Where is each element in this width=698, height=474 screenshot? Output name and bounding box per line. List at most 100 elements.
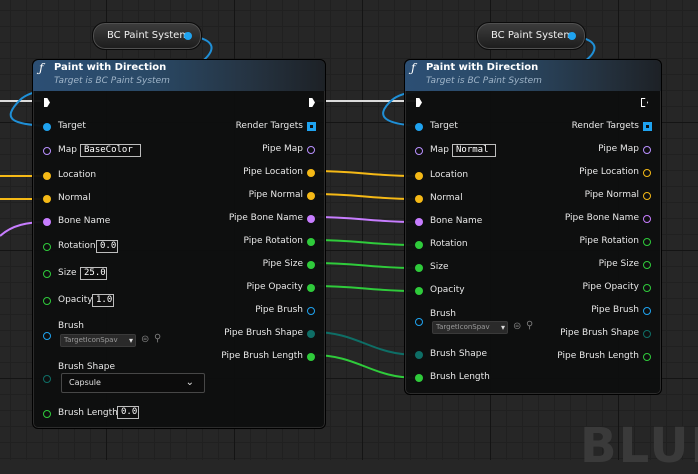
pipe-opacity-pin[interactable] — [643, 284, 651, 292]
pipe-size-wire[interactable] — [311, 262, 419, 269]
pipe-brush-length-pin[interactable] — [307, 353, 315, 361]
getter-output-pin[interactable] — [184, 32, 192, 40]
brush-shape-dropdown[interactable]: Capsule ⌄ — [61, 373, 205, 393]
opacity-pin[interactable] — [415, 287, 423, 295]
pipe-opacity-wire[interactable] — [311, 285, 419, 292]
brush-label: Brush — [58, 321, 84, 331]
pipe-opacity-pin[interactable] — [307, 284, 315, 292]
opacity-label: Opacity — [430, 285, 465, 295]
exec-in-pin[interactable] — [44, 98, 50, 107]
opacity-pin[interactable] — [43, 297, 51, 305]
render-targets-array-pin[interactable] — [307, 122, 316, 131]
exec-out-pin[interactable] — [309, 98, 315, 107]
pipe-brush-length-pin[interactable] — [643, 353, 651, 361]
normal-label: Normal — [58, 193, 91, 203]
brush-length-label: Brush Length — [58, 408, 118, 418]
pipe-bone-name-pin[interactable] — [643, 215, 651, 223]
brush-shape-pin[interactable] — [43, 375, 51, 383]
pipe-bone-name-wire[interactable] — [311, 216, 419, 223]
map-pin[interactable] — [415, 147, 423, 155]
brush-asset-picker[interactable]: TargetIconSpav ▾ — [432, 321, 508, 334]
brush-length-pin[interactable] — [43, 410, 51, 418]
pipe-location-pin[interactable] — [643, 169, 651, 177]
map-value-field[interactable]: BaseColor — [80, 144, 141, 157]
use-selected-arrow-icon[interactable]: ⊜ — [141, 334, 150, 345]
brush-label: Brush — [430, 309, 456, 319]
pipe-brush-shape-wire[interactable] — [311, 331, 419, 356]
pipe-rotation-pin[interactable] — [643, 238, 651, 246]
pipe-size-pin[interactable] — [307, 261, 315, 269]
pipe-brush-label: Pipe Brush — [255, 305, 303, 315]
size-value-field[interactable]: 25.0 — [80, 267, 107, 280]
exec-in-pin[interactable] — [416, 98, 422, 107]
rotation-value-field[interactable]: 0.0 — [96, 240, 118, 253]
pipe-location-wire[interactable] — [311, 170, 419, 177]
pipe-normal-wire[interactable] — [311, 193, 419, 200]
chevron-down-icon: ⌄ — [185, 377, 194, 388]
target-pin[interactable] — [415, 123, 423, 131]
size-pin[interactable] — [415, 264, 423, 272]
map-value-field[interactable]: Normal — [452, 144, 496, 157]
pipe-bone-name-label: Pipe Bone Name — [564, 213, 639, 223]
pipe-brush-length-label: Pipe Brush Length — [221, 351, 303, 361]
pipe-normal-pin[interactable] — [307, 192, 315, 200]
blueprint-watermark: BLUE — [580, 418, 698, 474]
map-pin[interactable] — [43, 147, 51, 155]
exec-out-pin[interactable] — [641, 98, 648, 107]
bone-name-label: Bone Name — [58, 216, 111, 226]
brush-shape-pin[interactable] — [415, 351, 423, 359]
bone-name-pin[interactable] — [43, 218, 51, 226]
normal-pin[interactable] — [43, 195, 51, 203]
pipe-brush-pin[interactable] — [307, 307, 315, 315]
pipe-location-label: Pipe Location — [579, 167, 639, 177]
pipe-rotation-wire[interactable] — [311, 239, 419, 246]
location-pin[interactable] — [43, 172, 51, 180]
pipe-normal-label: Pipe Normal — [584, 190, 639, 200]
bone-name-pin[interactable] — [415, 218, 423, 226]
brush-asset-picker[interactable]: TargetIconSpav ▾ — [60, 334, 136, 347]
function-icon: ƒ — [39, 61, 44, 75]
pipe-location-label: Pipe Location — [243, 167, 303, 177]
pipe-rotation-label: Pipe Rotation — [579, 236, 639, 246]
node-header[interactable]: ƒ Paint with Direction Target is BC Pain… — [405, 60, 661, 91]
target-pin[interactable] — [43, 123, 51, 131]
pipe-location-pin[interactable] — [307, 169, 315, 177]
pipe-rotation-label: Pipe Rotation — [243, 236, 303, 246]
pipe-brush-length-label: Pipe Brush Length — [557, 351, 639, 361]
brush-pin[interactable] — [43, 332, 51, 340]
node-title: Paint with Direction — [426, 62, 539, 73]
rotation-pin[interactable] — [415, 241, 423, 249]
normal-pin[interactable] — [415, 195, 423, 203]
opacity-value-field[interactable]: 1.0 — [92, 294, 114, 307]
browse-search-icon[interactable]: ⚲ — [154, 333, 162, 344]
brush-pin[interactable] — [415, 318, 423, 326]
browse-search-icon[interactable]: ⚲ — [526, 320, 534, 331]
brush-shape-label: Brush Shape — [430, 349, 488, 359]
rotation-pin[interactable] — [43, 243, 51, 251]
render-targets-array-pin[interactable] — [643, 122, 652, 131]
location-pin[interactable] — [415, 172, 423, 180]
brush-length-pin[interactable] — [415, 374, 423, 382]
pipe-brush-pin[interactable] — [643, 307, 651, 315]
pipe-brush-shape-pin[interactable] — [307, 330, 315, 338]
getter-output-pin[interactable] — [568, 32, 576, 40]
pipe-normal-label: Pipe Normal — [248, 190, 303, 200]
use-selected-arrow-icon[interactable]: ⊜ — [513, 321, 522, 332]
size-label: Size — [58, 268, 77, 278]
pipe-brush-length-wire[interactable] — [311, 354, 419, 379]
paint-with-direction-node-1[interactable]: ƒ Paint with Direction Target is BC Pain… — [32, 59, 326, 429]
pipe-map-pin[interactable] — [643, 146, 651, 154]
pipe-brush-shape-pin[interactable] — [643, 330, 651, 338]
bc-paint-system-getter-1[interactable]: BC Paint System — [92, 22, 202, 50]
node-header[interactable]: ƒ Paint with Direction Target is BC Pain… — [33, 60, 325, 91]
pipe-size-pin[interactable] — [643, 261, 651, 269]
pipe-map-pin[interactable] — [307, 146, 315, 154]
brush-length-value-field[interactable]: 0.0 — [117, 406, 139, 419]
pipe-normal-pin[interactable] — [643, 192, 651, 200]
map-label: Map — [430, 145, 449, 155]
pipe-bone-name-pin[interactable] — [307, 215, 315, 223]
bc-paint-system-getter-2[interactable]: BC Paint System — [476, 22, 586, 50]
paint-with-direction-node-2[interactable]: ƒ Paint with Direction Target is BC Pain… — [404, 59, 662, 395]
pipe-rotation-pin[interactable] — [307, 238, 315, 246]
size-pin[interactable] — [43, 270, 51, 278]
